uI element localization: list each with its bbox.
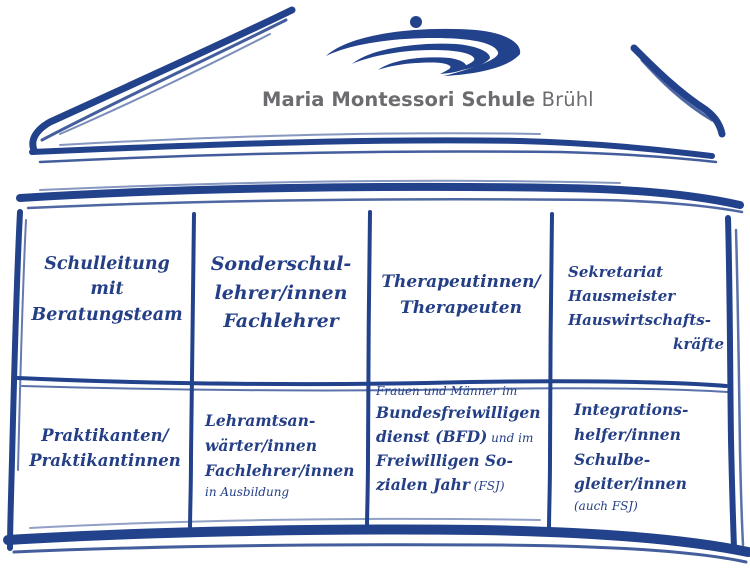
logo-swoosh-outer — [326, 28, 521, 76]
frame-divider-1 — [188, 212, 196, 532]
cell-text-line: helfer/innen — [574, 424, 681, 444]
roof-left-slope-echo — [40, 18, 288, 142]
cell-text-line: Therapeutinnen/ — [381, 272, 541, 292]
cell-text-line: Lehramtsan- — [205, 411, 316, 430]
cell-integration: Integrations- helfer/innen Schulbe- glei… — [574, 398, 724, 516]
logo-swoosh-middle — [352, 43, 490, 72]
frame-divider-3 — [547, 212, 554, 532]
cell-text-line: Praktikantinnen — [29, 450, 181, 470]
roof-base-stroke-echo — [38, 150, 718, 164]
logo-dot — [410, 16, 422, 28]
frame-divider-2 — [365, 210, 372, 530]
cell-text-line: Schulleitung — [44, 254, 170, 274]
roof-right-flourish-echo — [640, 58, 714, 122]
cell-text-line: Praktikanten/ — [41, 426, 169, 445]
cell-text-line-mixed: dienst (BFD) und im — [376, 425, 548, 449]
cell-text-part: und im — [487, 430, 534, 445]
cell-text-line-mixed: zialen Jahr (FSJ) — [376, 473, 548, 497]
cell-text-line: Schulbe- — [574, 449, 651, 469]
frame-right-stroke — [725, 215, 737, 551]
cell-schulleitung: Schulleitung mit Beratungsteam — [26, 252, 188, 328]
frame-bottom-stroke-echo-2 — [29, 517, 541, 529]
logo-swoosh-inner — [378, 57, 467, 74]
roof-base-stroke — [29, 137, 715, 159]
frame-top-stroke — [16, 182, 744, 209]
cell-text-line: in Ausbildung — [205, 485, 290, 500]
cell-text-line: Fachlehrer — [223, 310, 339, 332]
cell-text-line: Frauen und Männer im — [376, 384, 518, 398]
cell-text-line: mit — [90, 279, 124, 300]
frame-bottom-stroke-echo — [12, 543, 748, 564]
cell-text-line: Sekretariat — [568, 263, 664, 281]
frame-right-stroke-echo — [734, 228, 745, 547]
frame-middle-stroke — [16, 376, 728, 388]
cell-text-line: Sonderschul- — [210, 253, 352, 275]
cell-text-line: Bundesfreiwilligen — [376, 402, 541, 422]
school-name-logo-text: Maria Montessori Schule Brühl — [262, 88, 602, 111]
cell-text-line: wärter/innen — [205, 436, 317, 456]
montessori-swoosh-logo-icon — [326, 16, 521, 76]
roof-left-slope-echo-2 — [59, 33, 271, 135]
cell-text-line: Hauswirtschafts- — [568, 311, 711, 329]
frame-middle-stroke-echo — [21, 385, 729, 393]
school-name-city: Brühl — [541, 88, 594, 111]
cell-text-part: dienst (BFD) — [376, 426, 488, 446]
cell-text-line: Hausmeister — [568, 287, 676, 305]
cell-text-line: Beratungsteam — [31, 304, 183, 325]
cell-text-line: Fachlehrer/innen — [205, 461, 355, 481]
cell-text-line: Integrations- — [574, 400, 689, 419]
cell-text-line: Therapeuten — [400, 297, 522, 318]
roof-base-stroke-echo-2 — [59, 132, 541, 146]
frame-top-stroke-echo-2 — [39, 179, 621, 191]
roof-brush-strokes — [29, 6, 726, 164]
cell-text-line: (auch FSJ) — [574, 499, 638, 514]
frame-left-stroke — [7, 209, 23, 551]
cell-praktikanten: Praktikanten/ Praktikantinnen — [22, 424, 188, 474]
cell-lehramt: Lehramtsan- wärter/innen Fachlehrer/inne… — [205, 408, 363, 503]
grid-frame — [3, 179, 750, 564]
cell-text-line: lehrer/innen — [214, 281, 348, 304]
school-name-bold: Maria Montessori Schule — [262, 88, 536, 111]
cell-sonderschullehrer: Sonderschul- lehrer/innen Fachlehrer — [198, 250, 364, 336]
cell-sekretariat: Sekretariat Hausmeister Hauswirtschafts-… — [568, 260, 724, 356]
cell-text-line: Freiwilligen So- — [376, 451, 513, 471]
roof-left-slope — [29, 6, 296, 154]
frame-bottom-stroke — [3, 524, 750, 557]
cell-therapeuten: Therapeutinnen/ Therapeuten — [374, 270, 548, 321]
roof-right-flourish — [630, 44, 726, 138]
cell-text-part: zialen Jahr — [376, 475, 470, 495]
cell-text-part: (FSJ) — [469, 479, 505, 494]
frame-top-stroke-echo — [26, 198, 744, 214]
cell-text-line: gleiter/innen — [574, 474, 687, 494]
cell-freiwillige: Frauen und Männer im Bundesfreiwilligen … — [376, 382, 548, 497]
cell-text-line: kräfte — [673, 335, 724, 353]
frame-left-stroke-echo — [17, 219, 27, 471]
